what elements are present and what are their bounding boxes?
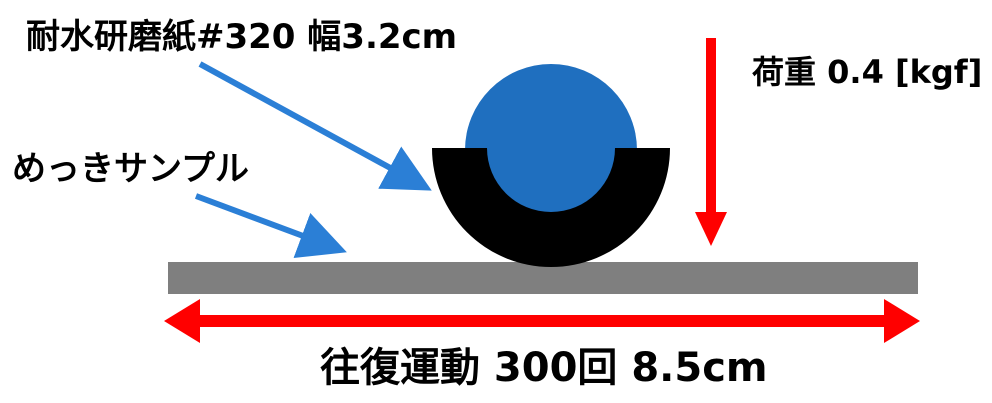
sandpaper-holder bbox=[432, 148, 670, 267]
sample-label: めっきサンプル bbox=[12, 149, 249, 189]
load-label: 荷重 0.4 [kgf] bbox=[752, 53, 983, 91]
sandpaper-label: 耐水研磨紙#320 幅3.2cm bbox=[26, 17, 458, 57]
plating-sample-plate bbox=[168, 262, 918, 294]
reciprocating-motion-arrow bbox=[164, 299, 920, 343]
load-arrow bbox=[695, 38, 727, 246]
sample-pointer-arrow bbox=[194, 193, 347, 258]
sandpaper-pointer-arrow bbox=[198, 61, 432, 191]
blue-ball bbox=[465, 64, 637, 236]
motion-label: 往復運動 300回 8.5cm bbox=[320, 345, 768, 391]
